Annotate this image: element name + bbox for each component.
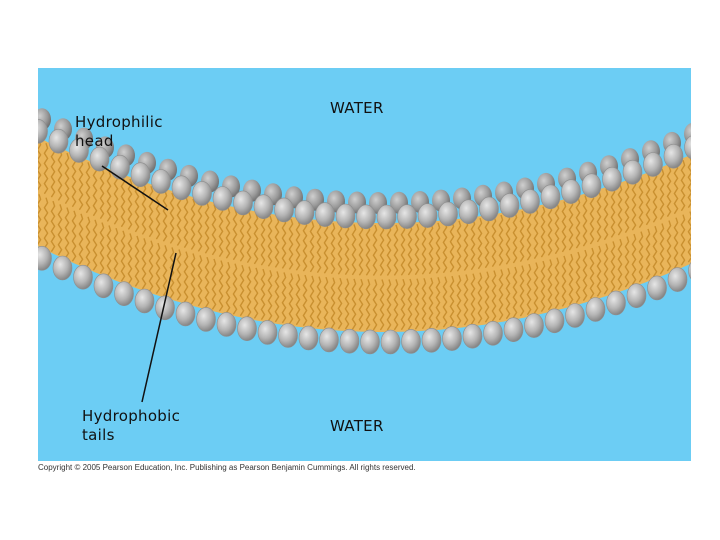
top-lipid-head — [275, 198, 294, 222]
top-lipid-head — [111, 155, 130, 179]
top-lipid-head — [500, 194, 519, 218]
bottom-lipid-head — [279, 324, 298, 348]
top-lipid-head — [254, 195, 273, 219]
bottom-lipid-head — [299, 326, 318, 350]
bottom-lipid-head — [197, 307, 216, 331]
top-lipid-head — [521, 189, 540, 213]
bottom-lipid-head — [566, 304, 585, 328]
top-lipid-head — [295, 201, 314, 225]
bottom-lipid-head — [238, 317, 257, 341]
bottom-lipid-head — [648, 276, 667, 300]
bottom-lipid-head — [545, 309, 564, 333]
top-lipid-head — [582, 174, 601, 198]
top-lipid-head — [562, 180, 581, 204]
bottom-lipid-head — [361, 330, 380, 354]
water-bottom-label: WATER — [330, 417, 384, 436]
top-lipid-head — [172, 176, 191, 200]
hydrophilic-label-line2: head — [75, 132, 163, 151]
bottom-lipid-head — [217, 312, 236, 336]
top-lipid-head — [439, 202, 458, 226]
bottom-lipid-head — [443, 327, 462, 351]
top-lipid-head — [336, 204, 355, 228]
top-lipid-head — [603, 167, 622, 191]
top-lipid-head — [193, 181, 212, 205]
top-lipid-head — [623, 160, 642, 184]
bottom-lipid-head — [135, 289, 154, 313]
top-lipid-head — [398, 205, 417, 229]
bottom-lipid-head — [115, 282, 134, 306]
top-lipid-head — [49, 129, 68, 153]
top-lipid-head — [377, 205, 396, 229]
top-lipid-head — [357, 205, 376, 229]
top-lipid-head — [541, 185, 560, 209]
bottom-lipid-head — [340, 329, 359, 353]
top-lipid-head — [644, 153, 663, 177]
bottom-lipid-head — [586, 298, 605, 322]
bottom-lipid-head — [53, 256, 72, 280]
top-lipid-head — [234, 191, 253, 215]
top-lipid-head — [664, 144, 683, 168]
bottom-lipid-head — [627, 284, 646, 308]
bottom-lipid-head — [525, 314, 544, 338]
bottom-lipid-head — [381, 330, 400, 354]
hydrophilic-label-line1: Hydrophilic — [75, 113, 163, 132]
top-lipid-head — [459, 200, 478, 224]
bottom-lipid-head — [94, 274, 113, 298]
bottom-lipid-head — [504, 318, 523, 342]
bottom-lipid-head — [402, 329, 421, 353]
hydrophobic-tails-label: Hydrophobic tails — [82, 407, 180, 445]
top-lipid-head — [131, 163, 150, 187]
bottom-lipid-head — [176, 302, 195, 326]
bottom-lipid-head — [484, 321, 503, 345]
bottom-lipid-head — [320, 328, 339, 352]
bottom-lipid-head — [607, 291, 626, 315]
hydrophobic-label-line1: Hydrophobic — [82, 407, 180, 426]
bottom-lipid-head — [463, 324, 482, 348]
hydrophilic-head-label: Hydrophilic head — [75, 113, 163, 151]
copyright-notice: Copyright © 2005 Pearson Education, Inc.… — [38, 463, 416, 472]
bottom-lipid-head — [422, 328, 441, 352]
top-lipid-head — [316, 203, 335, 227]
bottom-lipid-head — [74, 265, 93, 289]
bottom-lipid-head — [258, 320, 277, 344]
top-lipid-head — [480, 197, 499, 221]
hydrophobic-label-line2: tails — [82, 426, 180, 445]
water-top-label: WATER — [330, 99, 384, 118]
top-lipid-head — [213, 187, 232, 211]
bottom-lipid-head — [668, 268, 687, 292]
top-lipid-head — [152, 170, 171, 194]
top-lipid-head — [418, 204, 437, 228]
